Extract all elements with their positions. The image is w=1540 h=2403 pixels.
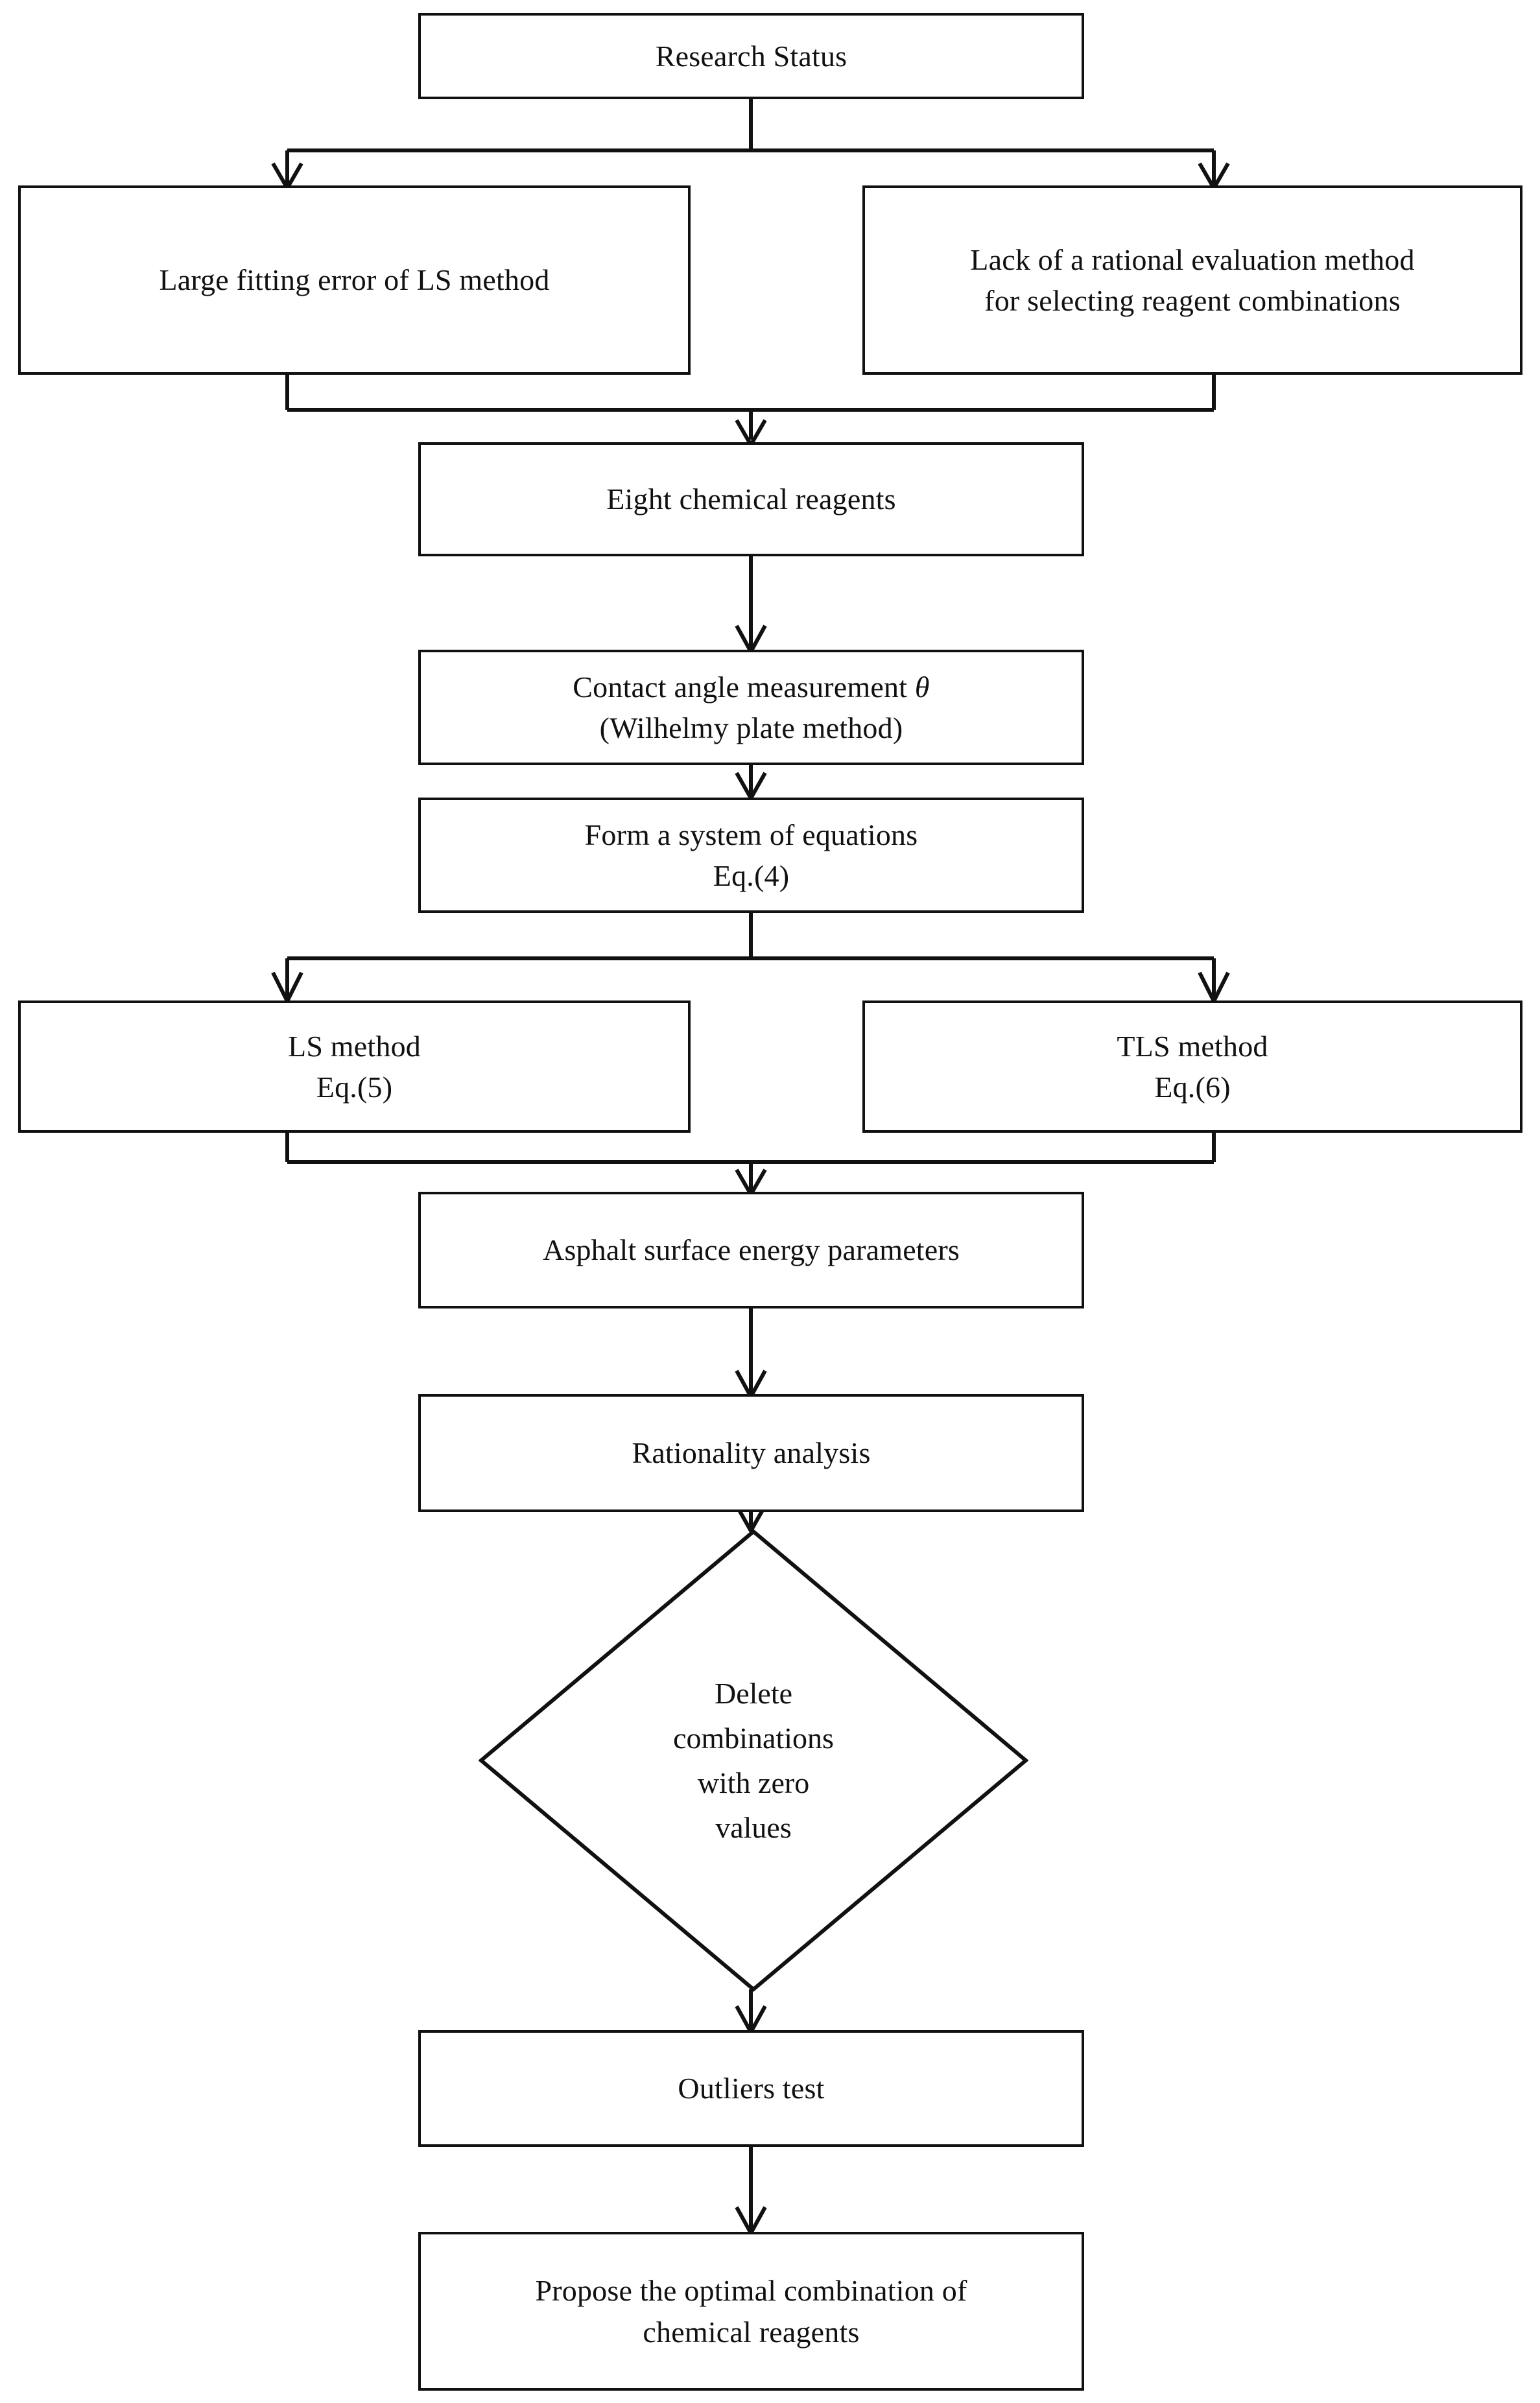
node-text-line: Eq.(6)	[1154, 1071, 1231, 1104]
node-text-line: Contact angle measurement θ	[430, 667, 1072, 707]
arrowhead-to-form-equations	[735, 772, 767, 803]
node-rationality-analysis[interactable]: Rationality analysis	[418, 1394, 1084, 1512]
node-outliers-test-label: Outliers test	[421, 2068, 1082, 2109]
node-text-line: Eight chemical reagents	[606, 482, 896, 516]
arrowhead-to-outliers-test	[735, 2005, 767, 2037]
node-rationality-analysis-label: Rationality analysis	[421, 1432, 1082, 1473]
node-eight-chemical-reagents[interactable]: Eight chemical reagents	[418, 442, 1084, 556]
node-text-line: Outliers test	[678, 2072, 825, 2105]
node-lack-rational-method-label: Lack of a rational evaluation method for…	[865, 239, 1520, 322]
node-outliers-test[interactable]: Outliers test	[418, 2030, 1084, 2147]
node-propose-optimal-combination-label: Propose the optimal combination of chemi…	[421, 2270, 1082, 2352]
arrowhead-to-optimal-combination	[735, 2206, 767, 2238]
node-large-fitting-error[interactable]: Large fitting error of LS method	[18, 185, 691, 375]
arrowhead-to-rationality	[735, 1369, 767, 1401]
node-form-system-of-equations-label: Form a system of equations Eq.(4)	[421, 814, 1082, 897]
node-text-fragment: Contact angle measurement	[573, 670, 915, 704]
node-text-line: Lack of a rational evaluation method	[970, 243, 1415, 276]
arrowhead-to-large-fitting-error	[271, 162, 303, 192]
node-text-line: TLS method	[1117, 1029, 1268, 1063]
node-text-line: Large fitting error of LS method	[159, 263, 550, 297]
arrowhead-to-tls-method	[1198, 971, 1230, 1006]
node-contact-angle-measurement-label: Contact angle measurement θ (Wilhelmy pl…	[421, 667, 1082, 749]
node-research-status[interactable]: Research Status	[418, 13, 1084, 99]
node-form-system-of-equations[interactable]: Form a system of equations Eq.(4)	[418, 798, 1084, 913]
node-tls-method-label: TLS method Eq.(6)	[865, 1026, 1520, 1108]
theta-symbol: θ	[914, 670, 930, 704]
node-lack-rational-method[interactable]: Lack of a rational evaluation method for…	[862, 185, 1522, 375]
node-research-status-label: Research Status	[421, 36, 1082, 77]
node-propose-optimal-combination[interactable]: Propose the optimal combination of chemi…	[418, 2232, 1084, 2391]
node-large-fitting-error-label: Large fitting error of LS method	[21, 259, 688, 300]
node-text-line: Eq.(5)	[316, 1071, 393, 1104]
node-text-line: Form a system of equations	[584, 818, 918, 851]
node-asphalt-surface-energy-parameters-label: Asphalt surface energy parameters	[421, 1229, 1082, 1270]
arrowhead-to-lack-rational	[1198, 162, 1230, 192]
node-text-line: chemical reagents	[643, 2315, 860, 2349]
node-text-line: (Wilhelmy plate method)	[599, 711, 903, 744]
node-ls-method-label: LS method Eq.(5)	[21, 1026, 688, 1108]
node-delete-combinations[interactable]: Delete combinations with zero values	[479, 1529, 1028, 1992]
arrowhead-to-eight-reagents	[735, 419, 767, 449]
node-tls-method[interactable]: TLS method Eq.(6)	[862, 1000, 1522, 1133]
node-ls-method[interactable]: LS method Eq.(5)	[18, 1000, 691, 1133]
diamond-shape	[479, 1529, 1028, 1992]
node-text-line: for selecting reagent combinations	[984, 284, 1401, 317]
node-text-line: Propose the optimal combination of	[535, 2274, 967, 2308]
arrowhead-to-surface-energy	[735, 1168, 767, 1198]
arrowhead-to-contact-angle	[735, 624, 767, 656]
node-text-line: Asphalt surface energy parameters	[542, 1233, 960, 1267]
node-eight-chemical-reagents-label: Eight chemical reagents	[421, 479, 1082, 519]
node-contact-angle-measurement[interactable]: Contact angle measurement θ (Wilhelmy pl…	[418, 650, 1084, 765]
node-text-line: LS method	[288, 1029, 421, 1063]
node-text-line: Eq.(4)	[713, 859, 790, 892]
node-text-line: Rationality analysis	[632, 1436, 871, 1470]
node-text-line: Research Status	[655, 39, 847, 73]
arrowhead-to-ls-method	[271, 971, 303, 1006]
node-asphalt-surface-energy-parameters[interactable]: Asphalt surface energy parameters	[418, 1192, 1084, 1308]
